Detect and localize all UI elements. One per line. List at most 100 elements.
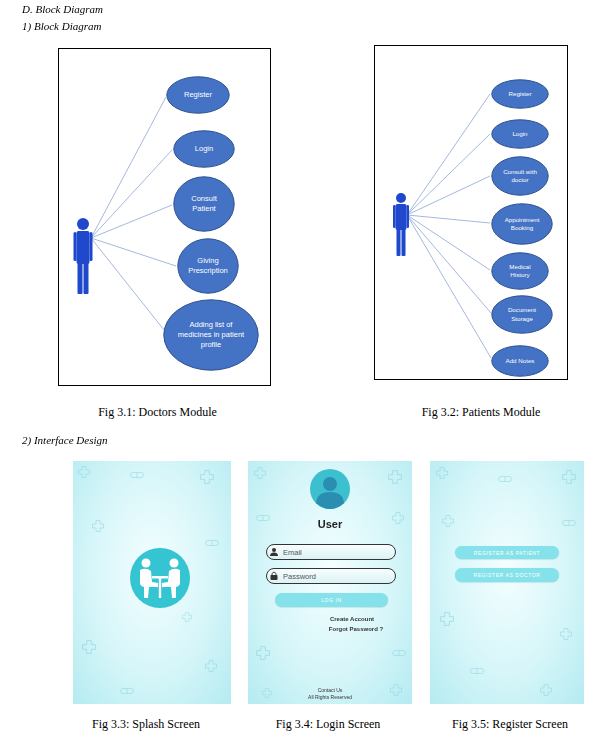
ellipse-shape xyxy=(167,77,229,113)
use-case-label: Medical History xyxy=(502,263,538,279)
text-input: Password xyxy=(266,568,396,584)
text-input: Email xyxy=(266,544,396,560)
ellipse-shape xyxy=(174,131,234,167)
phone-screen: Fig 3.4: Login ScreenEmailPasswordLOG IN xyxy=(248,461,412,704)
action-button: LOG IN xyxy=(275,593,388,607)
ellipse-shape xyxy=(178,239,238,293)
footer-text: All Rights Reserved xyxy=(280,694,380,700)
cross-icon xyxy=(561,629,572,640)
use-case-ellipse: Adding list of medicines in patient prof… xyxy=(163,299,259,371)
ellipse-shape xyxy=(174,177,234,231)
use-case-label: Adding list of medicines in patient prof… xyxy=(174,320,248,349)
use-case-ellipse: Giving Prescription xyxy=(177,238,239,294)
action-button: REGISTER AS DOCTOR xyxy=(455,568,559,582)
figure-caption: Fig 3.4: Login Screen xyxy=(228,717,428,732)
actor-figure xyxy=(74,218,93,294)
actor-figure xyxy=(393,193,409,256)
association-lines xyxy=(407,94,491,358)
module-frame: Fig 3.2: Patients ModuleRegisterLoginCon… xyxy=(374,45,568,380)
input-placeholder: Email xyxy=(267,548,302,557)
association-line xyxy=(407,215,491,358)
association-line xyxy=(91,205,172,238)
use-case-label: Document Storage xyxy=(502,306,542,322)
link-text: Forgot Password ? xyxy=(306,626,406,632)
cross-icon xyxy=(441,613,454,626)
phone-screen: Fig 3.3: Splash Screen xyxy=(73,461,231,704)
cross-icon xyxy=(541,685,552,696)
ellipse-shape xyxy=(492,204,552,244)
ellipse-shape xyxy=(492,80,548,108)
phone-screen: Fig 3.5: Register ScreenREGISTER AS PATI… xyxy=(430,461,584,704)
use-case-label: Add Notes xyxy=(506,357,535,365)
association-line xyxy=(91,150,172,238)
user-avatar xyxy=(310,469,350,509)
pill-icon xyxy=(499,477,512,482)
button-label: LOG IN xyxy=(321,597,342,603)
ellipse-shape xyxy=(164,300,258,370)
section-heading: 1) Block Diagram xyxy=(22,20,222,32)
use-case-label: Consult Patient xyxy=(186,194,222,214)
cross-icon xyxy=(262,688,271,697)
lock-icon xyxy=(271,572,278,580)
association-line xyxy=(407,94,490,215)
screen-title: User xyxy=(290,518,370,530)
splash-logo xyxy=(130,548,190,608)
use-case-ellipse: Add Notes xyxy=(491,345,549,377)
email-icon xyxy=(270,548,278,556)
cross-icon xyxy=(443,516,454,527)
pill-icon xyxy=(206,541,219,546)
use-case-ellipse: Medical History xyxy=(491,252,549,290)
cross-icon xyxy=(206,661,217,672)
use-case-label: Login xyxy=(195,144,213,154)
button-label: REGISTER AS PATIENT xyxy=(474,550,541,556)
use-case-label: Register xyxy=(508,90,531,98)
use-case-label: Consult with doctor xyxy=(502,168,538,184)
section-heading: 2) Interface Design xyxy=(22,434,222,446)
figure-caption: Fig 3.3: Splash Screen xyxy=(46,717,246,732)
use-case-ellipse: Appointment Booking xyxy=(491,203,553,245)
use-case-ellipse: Document Storage xyxy=(491,295,553,334)
association-line xyxy=(407,215,490,223)
cross-icon xyxy=(437,468,448,479)
use-case-ellipse: Register xyxy=(166,76,230,114)
pill-icon xyxy=(393,651,406,656)
association-line xyxy=(91,238,164,330)
use-case-label: Giving Prescription xyxy=(185,256,231,276)
link-text: Create Account xyxy=(302,616,402,622)
ellipse-shape xyxy=(492,157,548,195)
association-line xyxy=(91,238,176,266)
use-case-ellipse: Register xyxy=(491,79,549,109)
cross-icon xyxy=(93,521,104,532)
module-frame: Fig 3.1: Doctors ModuleRegisterLoginCons… xyxy=(58,48,271,386)
pill-icon xyxy=(131,473,144,478)
ellipse-shape xyxy=(492,253,548,289)
figure-caption: Fig 3.2: Patients Module xyxy=(361,405,597,420)
pill-icon xyxy=(471,669,484,674)
association-line xyxy=(407,215,490,270)
figure-caption: Fig 3.1: Doctors Module xyxy=(19,405,296,420)
cross-icon xyxy=(182,612,191,621)
use-case-ellipse: Consult Patient xyxy=(173,176,235,232)
use-case-ellipse: Login xyxy=(173,130,235,168)
use-case-label: Register xyxy=(184,90,212,100)
input-placeholder: Password xyxy=(267,572,316,581)
use-case-label: Login xyxy=(512,130,527,138)
screen-pattern xyxy=(79,467,576,698)
ellipse-shape xyxy=(492,346,548,376)
cross-icon xyxy=(79,467,90,478)
action-button: REGISTER AS PATIENT xyxy=(455,546,559,559)
cross-icon xyxy=(393,513,404,524)
ellipse-shape xyxy=(492,120,548,148)
ellipse-shape xyxy=(492,296,552,333)
cross-icon xyxy=(563,471,576,484)
footer-text: Contact Us xyxy=(290,687,370,693)
association-lines xyxy=(91,97,176,330)
button-label: REGISTER AS DOCTOR xyxy=(473,572,540,578)
cross-icon xyxy=(257,647,270,660)
use-case-label: Appointment Booking xyxy=(501,216,543,232)
pill-icon xyxy=(563,521,576,526)
association-line xyxy=(407,176,490,215)
cross-icon xyxy=(83,641,96,654)
